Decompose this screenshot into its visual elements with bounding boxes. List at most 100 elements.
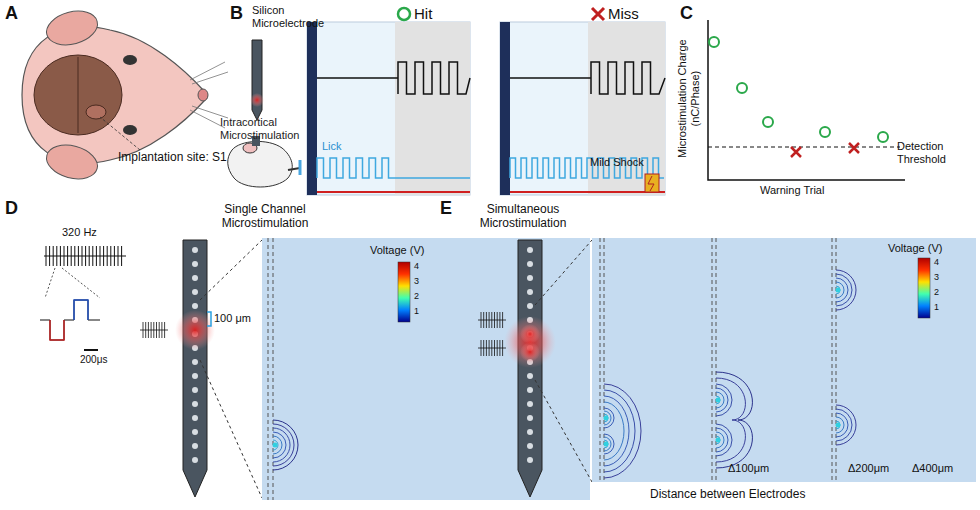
figure-stroke [716,438,721,443]
figure-stroke [836,282,844,298]
figure-stroke [192,303,198,309]
figure-stroke [604,442,609,447]
figure-stroke [45,268,100,298]
figure-stroke [299,160,302,175]
figure-stroke [604,440,608,448]
figure-stroke [273,436,282,454]
figure-stroke [878,132,888,142]
figure-stroke [836,413,848,437]
figure-stroke [527,401,533,407]
figure-stroke [192,247,198,253]
figure-stroke [716,392,724,408]
axis-label: Distance between Electrodes [650,488,805,502]
figure-stroke [43,6,102,50]
figure-stroke [520,324,540,344]
figure-stroke [604,408,614,428]
figure-stroke [604,411,611,425]
simultaneous-stim [478,238,976,497]
figure-stroke [836,423,841,428]
figure-stroke [273,428,290,462]
figure-stroke [527,373,533,379]
part-label: Silicon Microelectrode [252,4,342,29]
signal-label: Lick [322,140,342,153]
figure-stroke [398,262,410,322]
figure-stroke [604,390,635,472]
figure-stroke [175,310,215,350]
colorbar-tick: 2 [414,291,419,301]
figure-stroke [708,147,900,148]
figure-stroke [763,117,773,127]
figure-stroke [527,247,533,253]
figure-stroke [50,320,64,340]
figure-stroke [192,401,198,407]
figure-stroke [527,443,533,449]
figure-stroke [273,443,278,448]
figure-stroke [716,398,721,403]
figure-stroke [395,22,470,195]
signal-label: Mild Shock [590,156,644,169]
figure-stroke [200,240,262,498]
distance-label: Δ200μm [848,462,889,475]
figure-stroke [716,428,728,452]
figure-stroke [123,125,137,135]
figure-stroke [268,238,273,500]
figure-stroke [504,316,556,368]
figure-stroke [192,415,198,421]
threshold-chart [708,20,905,180]
figure-stroke [592,238,976,482]
figure-stroke [716,436,720,444]
condition-label: Simultaneous Microstimulation [458,203,588,231]
figure-stroke [836,286,840,294]
figure-stroke [527,289,533,295]
figure-stroke [604,437,611,451]
figure-stroke [716,372,752,468]
figure-stroke [716,388,728,412]
figure-stroke [604,270,857,478]
threshold-label: Detection Threshold [897,140,977,165]
figure-stroke [192,429,198,435]
figure-stroke [500,22,665,195]
figure-stroke [716,432,724,448]
figure-stroke [836,288,841,293]
figure-stroke [140,322,168,338]
colorbar-tick: 1 [414,306,419,316]
figure-stroke [192,387,198,393]
figure-stroke [207,312,211,326]
figure-stroke [198,89,208,101]
figure-stroke [100,117,140,150]
figure-stroke [192,275,198,281]
figure-stroke [716,424,732,456]
figure-stroke [527,415,533,421]
figure-stroke [527,303,533,309]
figure-stroke [273,420,299,470]
figure-stroke [836,421,840,429]
figure-stroke [74,300,88,320]
figure-stroke [604,414,608,422]
figure-stroke [273,440,278,450]
colorbar-tick: 4 [414,261,419,271]
axis-label: Microstimulation Charge (nC/Phase) [676,24,701,174]
figure-stroke [228,141,293,187]
figure-stroke [40,300,100,340]
figure-stroke [192,289,198,295]
figure-stroke [123,55,137,65]
figure-stroke [398,8,410,20]
figure-stroke [836,409,852,441]
outcome-label: Hit [414,5,432,22]
frequency-label: 320 Hz [62,226,97,239]
figure-stroke [604,384,641,478]
figure-stroke [192,457,198,463]
figure-stroke [192,373,198,379]
colorbar-title: Voltage (V) [370,244,424,257]
colorbar-tick: 3 [414,276,419,286]
figure-stroke [535,240,592,482]
figure-stroke [250,93,264,107]
colorbar-title: Voltage (V) [888,242,942,255]
figure-stroke [78,57,79,133]
figure-stroke [22,27,207,163]
figure-stroke [820,127,830,137]
figure-stroke [648,176,654,191]
figure-stroke [527,387,533,393]
figure-stroke [317,158,470,178]
